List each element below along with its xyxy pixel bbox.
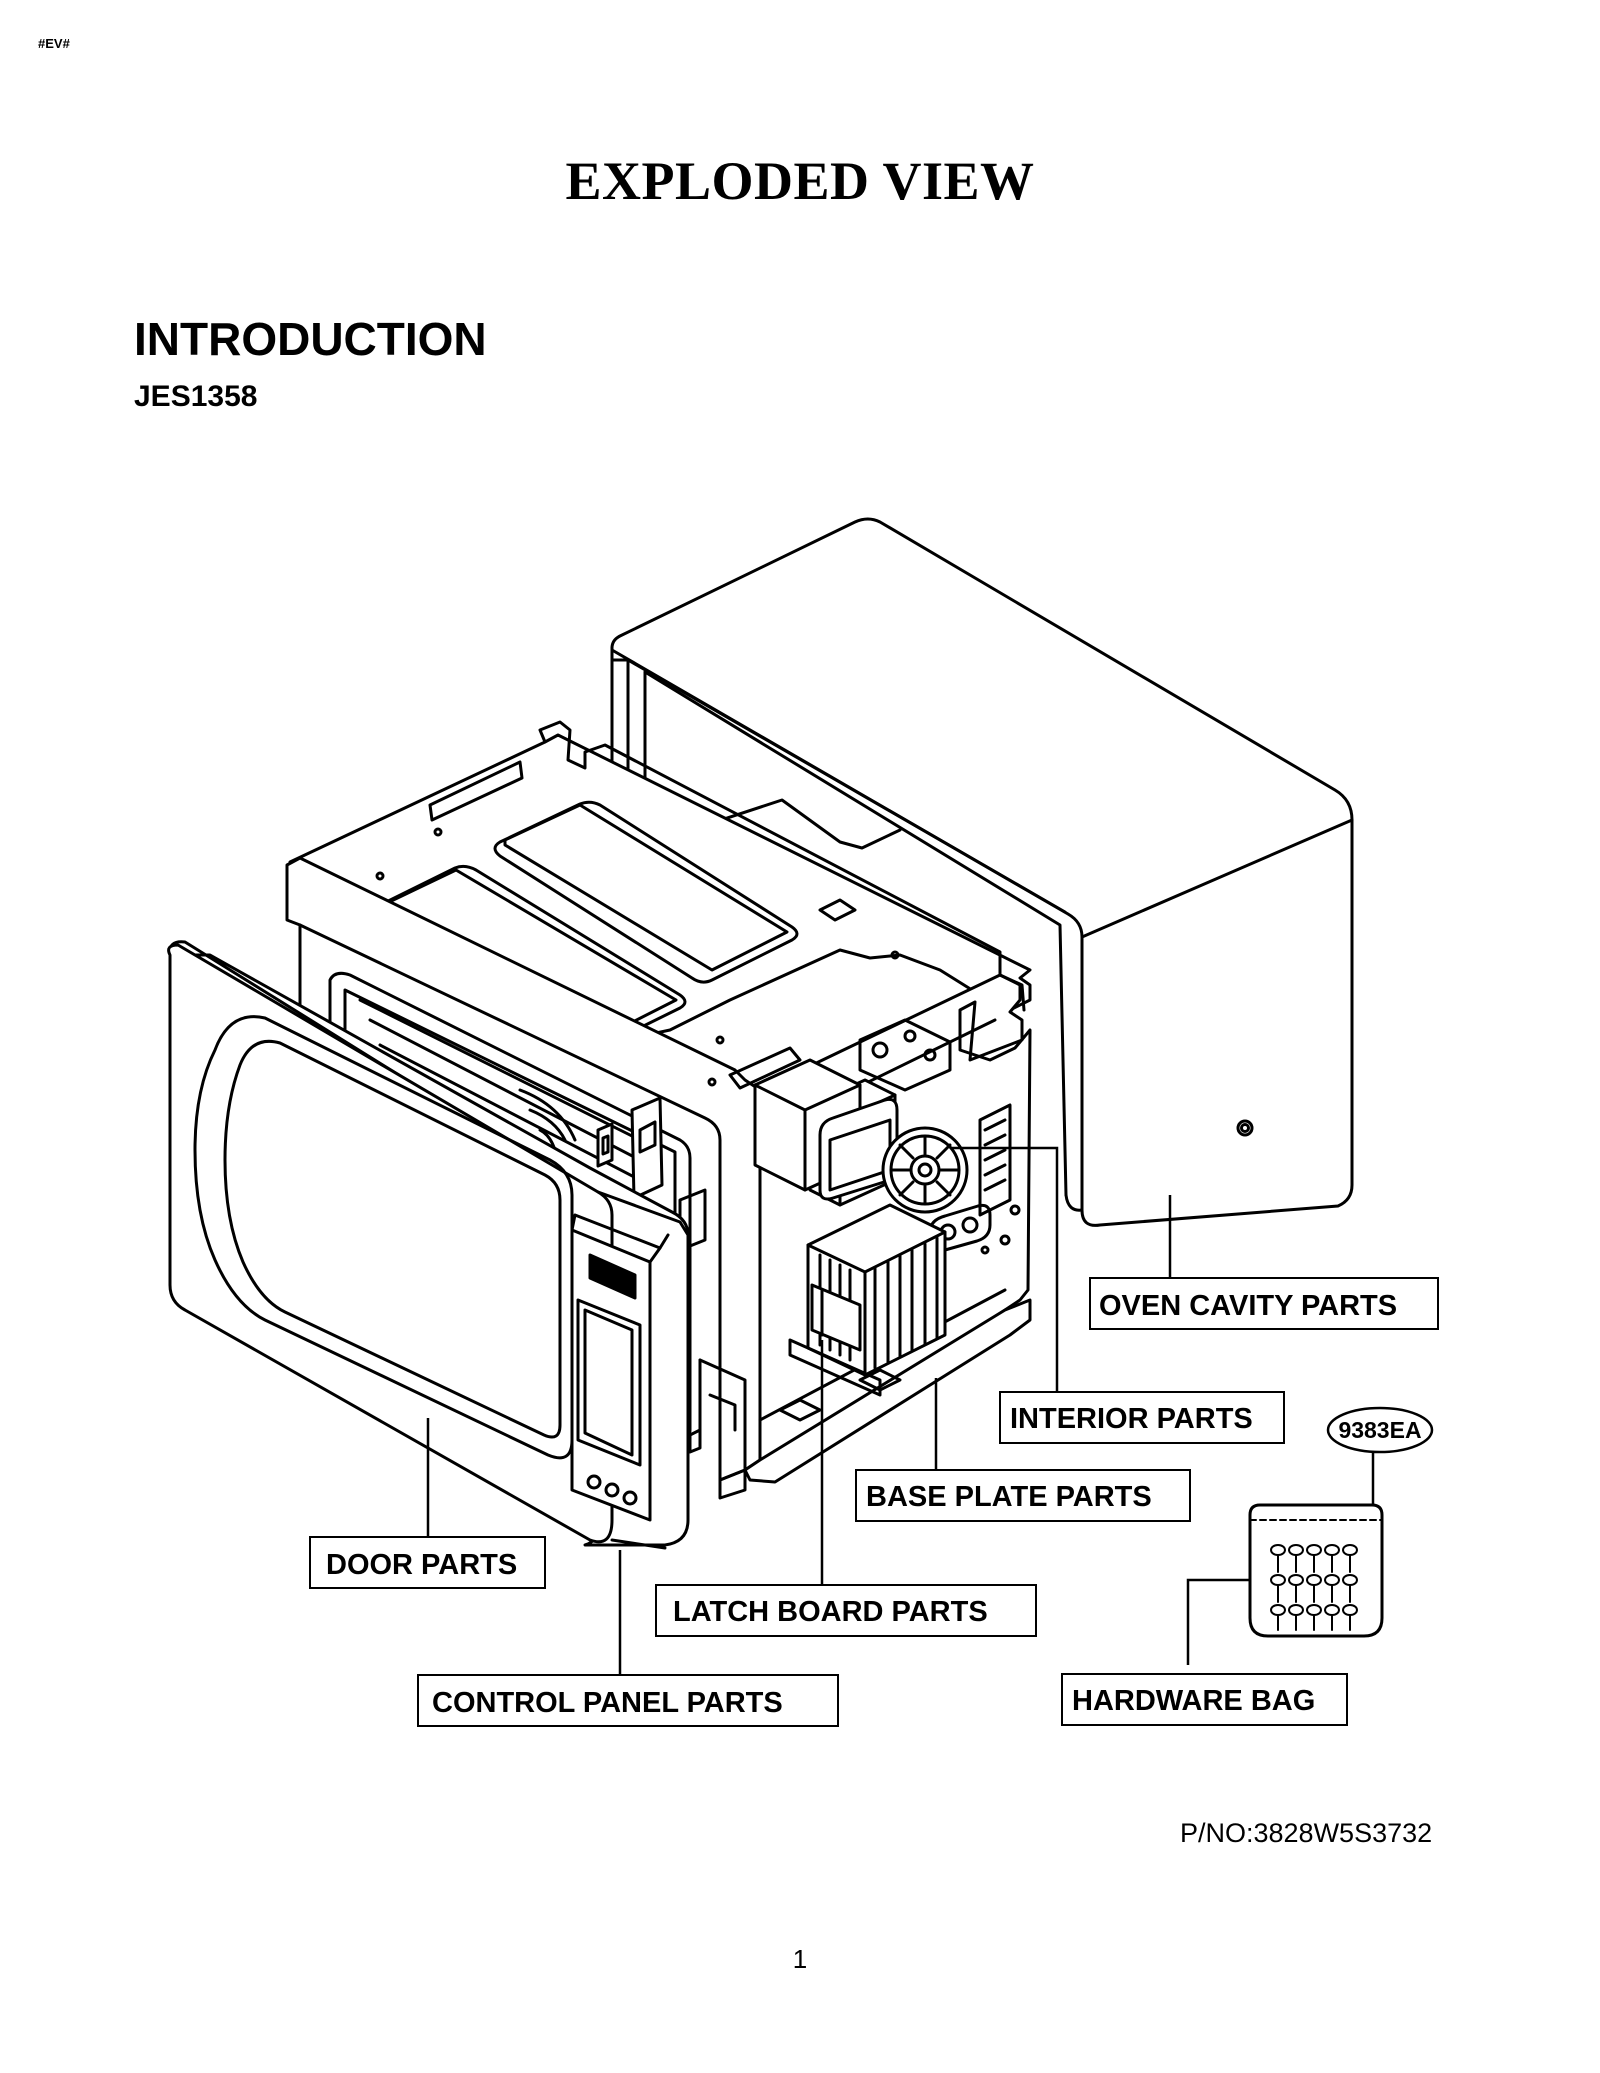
callout-interior: INTERIOR PARTS <box>999 1391 1285 1444</box>
callout-door-label: DOOR PARTS <box>326 1549 517 1581</box>
callout-latch-board: LATCH BOARD PARTS <box>655 1584 1037 1637</box>
page-title: EXPLODED VIEW <box>565 151 1035 211</box>
callout-oven-cavity: OVEN CAVITY PARTS <box>1089 1277 1439 1330</box>
callout-hardware-bag-label: HARDWARE BAG <box>1072 1685 1315 1717</box>
callout-control-panel: CONTROL PANEL PARTS <box>417 1674 839 1727</box>
hardware-tag-label: 9383EA <box>1338 1417 1421 1443</box>
hardware-tag: 9383EA <box>1326 1406 1434 1454</box>
page-number: 1 <box>792 1944 808 1974</box>
model-number: JES1358 <box>134 380 258 413</box>
part-number: P/NO:3828W5S3732 <box>1180 1818 1433 1848</box>
document-code: #EV# <box>38 36 70 51</box>
callout-base-plate-label: BASE PLATE PARTS <box>866 1481 1152 1513</box>
chassis-drawing <box>285 720 1032 1500</box>
door-drawing <box>167 940 702 1550</box>
callout-control-panel-label: CONTROL PANEL PARTS <box>432 1687 783 1719</box>
callout-base-plate: BASE PLATE PARTS <box>855 1469 1191 1522</box>
leader-lines <box>426 1146 1375 1675</box>
callout-oven-cavity-label: OVEN CAVITY PARTS <box>1099 1290 1397 1322</box>
callout-interior-label: INTERIOR PARTS <box>1010 1403 1253 1435</box>
callout-hardware-bag: HARDWARE BAG <box>1061 1673 1348 1726</box>
callout-door: DOOR PARTS <box>309 1536 546 1589</box>
callout-latch-board-label: LATCH BOARD PARTS <box>673 1596 988 1628</box>
hardware-bag-drawing <box>1248 1503 1384 1638</box>
section-heading: INTRODUCTION <box>134 313 487 365</box>
